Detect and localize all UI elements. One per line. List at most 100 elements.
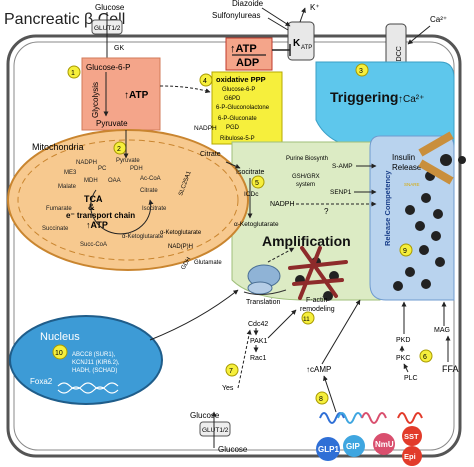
center-system: system bbox=[296, 182, 315, 188]
mito-label: Mitochondria bbox=[32, 142, 84, 152]
f-actin-mesh bbox=[288, 246, 348, 300]
ppp-line-2: 6-P-Gluconolactone bbox=[216, 105, 270, 111]
exocytosis-site bbox=[418, 131, 466, 185]
pak1-label: PAK1 bbox=[250, 338, 267, 345]
snare-label: SNARE bbox=[404, 182, 420, 187]
mito-item-17: e⁻ transport chain bbox=[66, 211, 135, 220]
ppp-line-3: 6-P-Gluconate bbox=[218, 116, 257, 122]
nucleus-to-translation bbox=[149, 289, 239, 341]
glut-bottom bbox=[199, 421, 231, 437]
glycolysis-label: Glycolysis bbox=[91, 82, 100, 118]
sulfonylureas-inhibit bbox=[267, 17, 289, 31]
badge-6 bbox=[419, 349, 433, 363]
cell-membrane bbox=[6, 34, 462, 458]
ppp-nadph: NADPH bbox=[194, 125, 217, 132]
ligand-gip-label: GIP bbox=[346, 442, 360, 451]
sulfonylureas-label: Sulfonylureas bbox=[212, 11, 260, 20]
ffa-label: FFA bbox=[442, 364, 459, 374]
actin-filament bbox=[298, 246, 322, 300]
badge-8-text: 8 bbox=[319, 396, 323, 403]
badge-9-text: 9 bbox=[403, 248, 407, 255]
ligand-glp1-label: GLP1 bbox=[318, 445, 339, 454]
mito-item-21: GDH bbox=[181, 256, 193, 271]
granule bbox=[431, 231, 441, 241]
sst-receptor bbox=[397, 412, 423, 424]
mag-label: MAG bbox=[434, 327, 450, 334]
glp1-to-camp bbox=[323, 375, 337, 413]
amplification-label: Amplification bbox=[262, 233, 351, 249]
badge-6-text: 6 bbox=[423, 354, 427, 361]
badge-3 bbox=[355, 63, 369, 77]
granule bbox=[405, 205, 415, 215]
ppp-line-4: PGD bbox=[226, 125, 240, 131]
actin-filament bbox=[300, 246, 338, 298]
glycolysis-pyruvate: Pyruvate bbox=[96, 119, 128, 128]
mito-item-5: MDH bbox=[84, 178, 98, 184]
cdc42-label: Cdc42 bbox=[248, 321, 268, 328]
katp-sub-label: ATP bbox=[301, 45, 312, 51]
mito-item-16: & bbox=[88, 202, 95, 212]
glycolysis-box bbox=[81, 57, 161, 131]
granule bbox=[405, 267, 415, 277]
nucleus-gene-1: KCNJ11 (KIR6.2), bbox=[72, 360, 120, 366]
ribosome bbox=[243, 264, 287, 296]
mito-item-8: Malate bbox=[58, 184, 77, 190]
pkd-label: PKD bbox=[396, 337, 410, 344]
g6p-to-ppp-arrow bbox=[159, 85, 211, 94]
nmu-receptor bbox=[361, 412, 387, 424]
tca-cycle-arrow bbox=[90, 189, 154, 235]
pkc-label: PKC bbox=[396, 355, 410, 362]
foxa2-label: Foxa2 bbox=[30, 377, 53, 386]
mito-item-14: Succ-CoA bbox=[80, 242, 107, 248]
ligand-glp1 bbox=[316, 437, 340, 461]
mito-item-4: PDH bbox=[130, 166, 143, 172]
ppp-box bbox=[211, 71, 283, 145]
granule bbox=[421, 279, 431, 289]
badge-5-text: 5 bbox=[255, 180, 259, 187]
diazoxide-label: Diazoide bbox=[232, 0, 264, 8]
mito-item-23: α-Ketoglutarate bbox=[160, 230, 202, 236]
release-competency: Release Competency bbox=[383, 170, 392, 246]
release-label-2: Release bbox=[392, 163, 422, 172]
center-gsh: GSH/GRX bbox=[292, 174, 320, 180]
nucleus-gene-0: ABCC8 (SUR1), bbox=[72, 352, 116, 358]
badge-2-text: 2 bbox=[117, 146, 121, 153]
badge-7-text: 7 bbox=[229, 368, 233, 375]
gip-receptor bbox=[337, 412, 363, 424]
badge-7 bbox=[225, 363, 239, 377]
mito-item-0: NADPH bbox=[76, 160, 97, 166]
mitochondria bbox=[7, 129, 249, 271]
mito-item-22: Glutamate bbox=[194, 260, 222, 266]
ppp-line-0: Glucose-6-P bbox=[222, 87, 255, 93]
badge-5 bbox=[251, 175, 265, 189]
atp-ratio-num: ↑ATP bbox=[230, 43, 257, 55]
center-samp: S-AMP bbox=[332, 163, 353, 170]
triggering-ca: ↑Ca²⁺ bbox=[398, 94, 424, 105]
center-nadph: NADPH bbox=[270, 201, 295, 208]
granule bbox=[419, 245, 429, 255]
citrate-to-isocitrate bbox=[225, 161, 241, 169]
granule bbox=[415, 221, 425, 231]
ppp-line-5: Ribulose-5-P bbox=[220, 136, 255, 142]
ligand-sst-label: SST bbox=[404, 432, 419, 441]
mito-item-10: Fumarate bbox=[46, 206, 72, 212]
translation-label: Translation bbox=[246, 299, 280, 306]
granule bbox=[323, 291, 333, 301]
plc-to-pkc bbox=[403, 363, 409, 373]
yes-label: Yes bbox=[222, 385, 234, 392]
glycolysis-g6p: Glucose-6-P bbox=[86, 63, 130, 72]
ppp-line-1: G6PD bbox=[224, 96, 241, 102]
center-aketo: α-Ketoglutarate bbox=[234, 221, 279, 228]
k-ion-label: K⁺ bbox=[310, 3, 320, 12]
granule-docked bbox=[440, 154, 452, 166]
snare-complex bbox=[418, 131, 454, 157]
mito-item-3: PC bbox=[98, 166, 107, 172]
vdcc-label: VDCC bbox=[396, 46, 403, 66]
released-insulin bbox=[458, 156, 466, 164]
ribosome-small bbox=[247, 281, 273, 295]
triggering-label: Triggering bbox=[330, 89, 398, 105]
katp-label: K bbox=[293, 38, 301, 49]
mito-item-15: TCA bbox=[84, 194, 103, 204]
ligand-sst bbox=[402, 426, 422, 446]
glycolysis-atp: ↑ATP bbox=[124, 90, 149, 101]
